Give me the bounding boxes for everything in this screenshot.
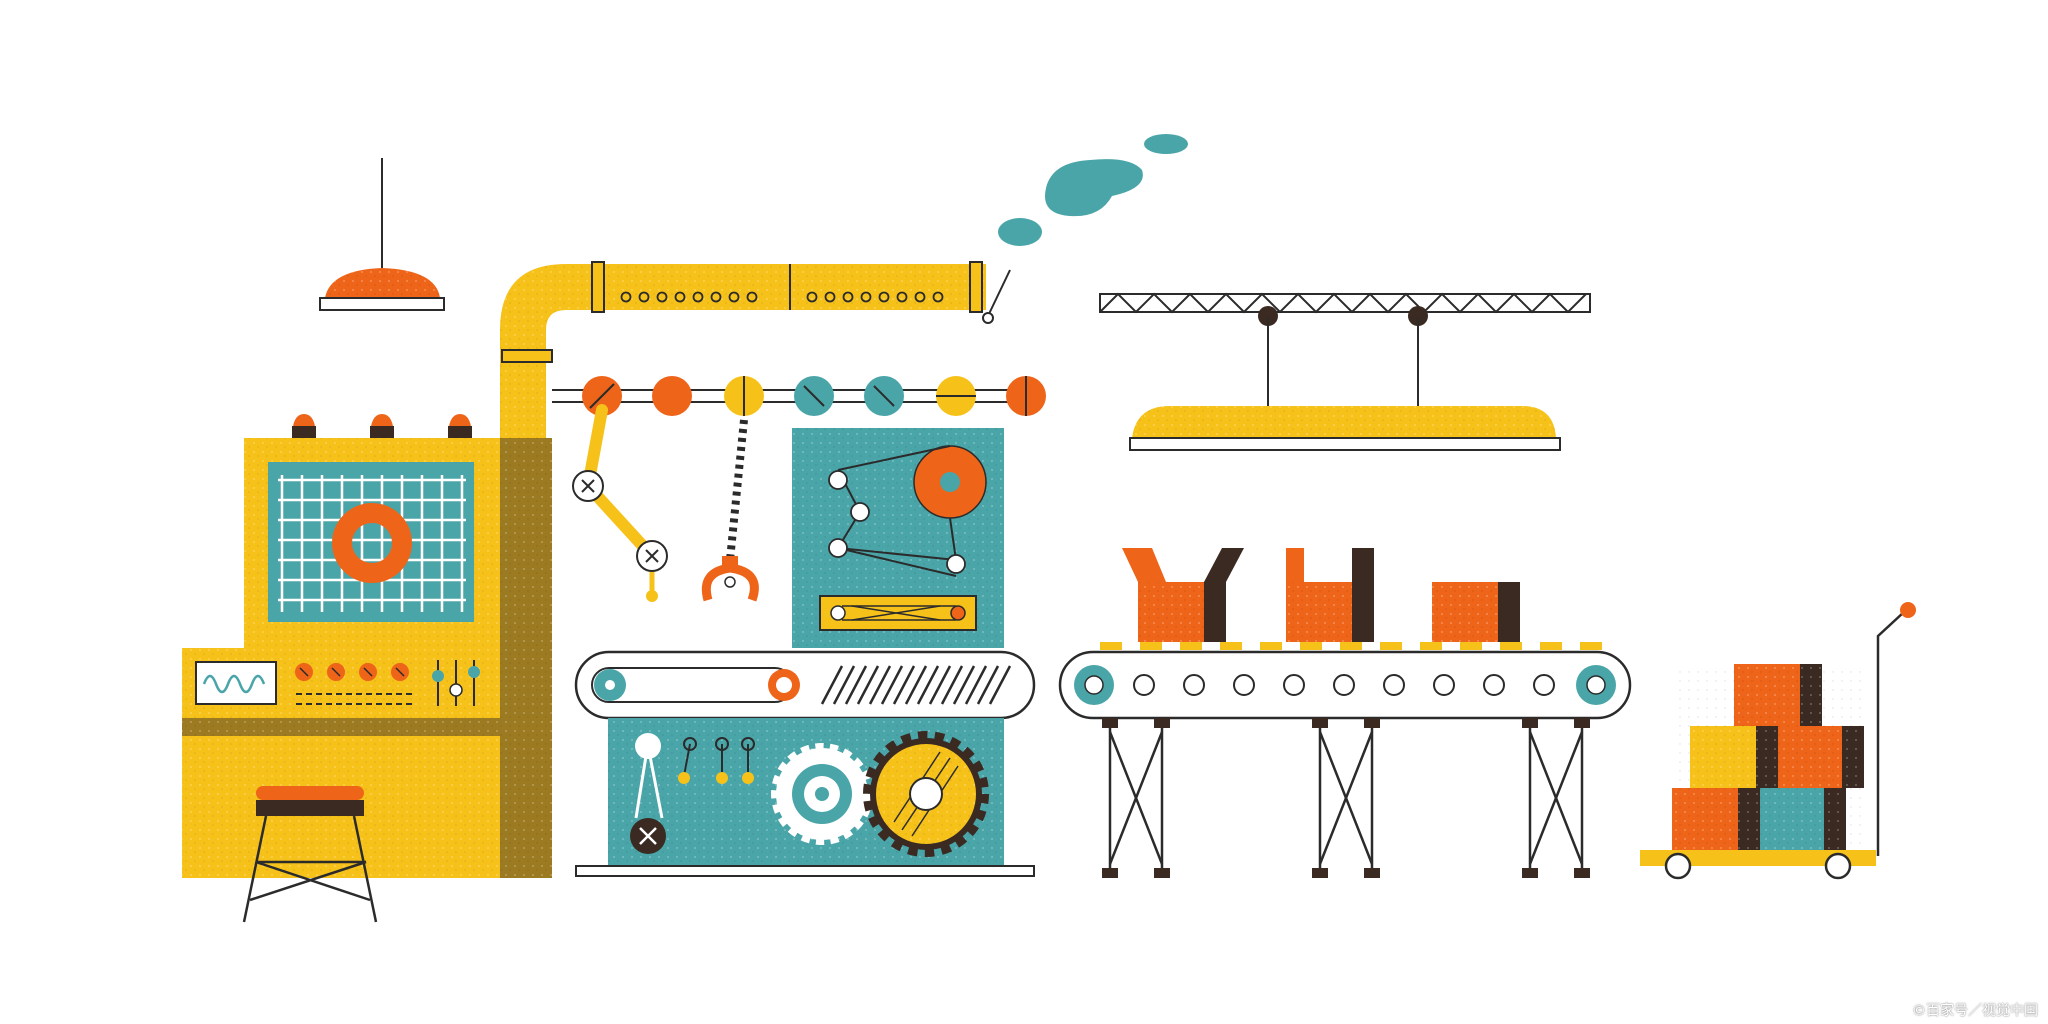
gear-icon bbox=[771, 743, 873, 845]
hand-truck-icon bbox=[1640, 602, 1916, 880]
claw-icon bbox=[701, 419, 759, 602]
watermark: ©百家号／视觉中国 bbox=[1912, 1003, 2038, 1019]
belt-legs bbox=[1102, 718, 1590, 878]
pendulum-icon bbox=[630, 733, 666, 854]
gear-icon-large bbox=[863, 731, 989, 857]
bead-rail bbox=[552, 376, 1046, 416]
oscilloscope-icon bbox=[195, 661, 277, 705]
stool-icon bbox=[242, 786, 378, 923]
pipe-icon bbox=[500, 261, 1011, 438]
gear-machine-lower bbox=[575, 718, 1035, 877]
gantry-crane-icon bbox=[1099, 292, 1591, 451]
box-stack bbox=[1672, 664, 1864, 850]
belt-machine-upper bbox=[792, 428, 1004, 648]
conveyor-belt-icon bbox=[574, 650, 1036, 720]
smoke-icon bbox=[998, 134, 1188, 246]
robot-arm-icon bbox=[572, 404, 668, 602]
control-panel-icon bbox=[182, 414, 552, 878]
box-icon bbox=[1122, 548, 1520, 642]
conveyor-belt-icon-right bbox=[1058, 642, 1632, 878]
hanging-lamp-icon bbox=[319, 158, 445, 311]
console-knobs bbox=[295, 663, 412, 705]
